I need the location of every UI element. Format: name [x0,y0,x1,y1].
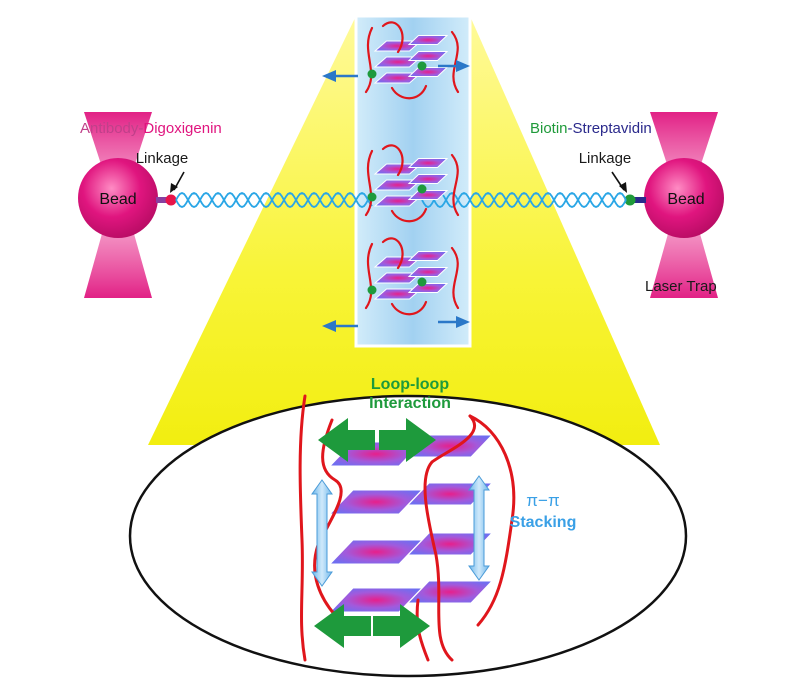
strand-end-dot [417,61,427,71]
g-quartet-plate [407,267,449,277]
loop-strand [364,21,460,100]
pulling-arrows-bottom [322,316,470,332]
strand-end-dot [367,285,377,295]
loop-loop-arrows-top [318,418,436,462]
zoom-g-quartet-plate-right-3 [406,532,494,556]
dna-strand [175,192,373,208]
right-linkage-title: Biotin-Streptavidin [530,120,652,137]
left-linkage-word: Linkage [136,150,189,167]
loop-loop-label-line2: Interaction [369,395,451,412]
pulling-arrows-top [322,60,470,82]
zoom-ellipse [128,394,688,678]
strand-end-dot [367,69,377,79]
g-quartet-plate [407,251,449,261]
stacking-arrow-left [311,479,333,587]
right-laser-trap: Bead Biotin-Streptavidin Linkage Laser T… [530,112,724,298]
antibody-text: Antibody [80,120,139,137]
strand-end-dot [367,192,377,202]
dna-helix-right [421,192,627,208]
g-quartet-plate [407,283,449,293]
dna-double-helix [175,192,627,208]
loop-strand [364,144,460,223]
left-bead-handle [156,197,170,203]
right-linkage-separator: - [568,120,573,137]
laser-trap-label: Laser Trap [645,278,717,295]
stacking-arrow-right [468,475,490,581]
strand-end-dot [417,184,427,194]
right-bead-handle [634,197,646,203]
strand-end-dot [417,277,427,287]
left-laser-trap: Bead Antibody-Digoxigenin Linkage [78,112,222,298]
dna-helix-left [175,192,373,208]
right-bead [644,158,724,238]
loop-loop-label-line1: Loop-loop [371,376,449,393]
g-quartet-plate [407,35,449,45]
left-bead [78,158,158,238]
right-linkage-word: Linkage [579,150,632,167]
zoomed-g-quartet-plates [328,434,494,613]
g-quartet-plate [407,174,449,184]
g-quartet-plate [407,51,449,61]
digoxigenin-attachment [165,194,177,206]
g-quartet-plate [407,67,449,77]
quadruplex-molecule-2 [364,144,460,223]
biotin-text: Biotin [530,120,568,137]
g-quadruplex-molecules [364,21,460,316]
g-quartet-plate [407,158,449,168]
streptavidin-text: Streptavidin [573,120,652,137]
right-bead-label: Bead [667,191,704,208]
biotin-attachment [624,194,636,206]
dna-strand [421,192,627,208]
stacking-label: Stacking [510,514,577,531]
zoomed-loop-strands [298,394,516,662]
pi-pi-symbol: π−π [526,491,559,510]
dna-strand [421,192,627,208]
loop-loop-arrows-bottom [314,604,430,648]
left-linkage-title: Antibody-Digoxigenin [80,120,222,137]
loop-strand [364,237,460,316]
quadruplex-molecule-1 [364,21,460,100]
quadruplex-molecule-3 [364,237,460,316]
right-linkage-pointer-head [619,182,627,193]
left-bead-label: Bead [99,191,136,208]
zoom-g-quartet-plate-right-4 [406,580,494,604]
digoxigenin-text: Digoxigenin [143,120,221,137]
left-linkage-separator: - [138,120,143,137]
left-linkage-pointer-head [170,183,178,193]
dna-strand [175,192,373,208]
g-quartet-plate [407,190,449,200]
